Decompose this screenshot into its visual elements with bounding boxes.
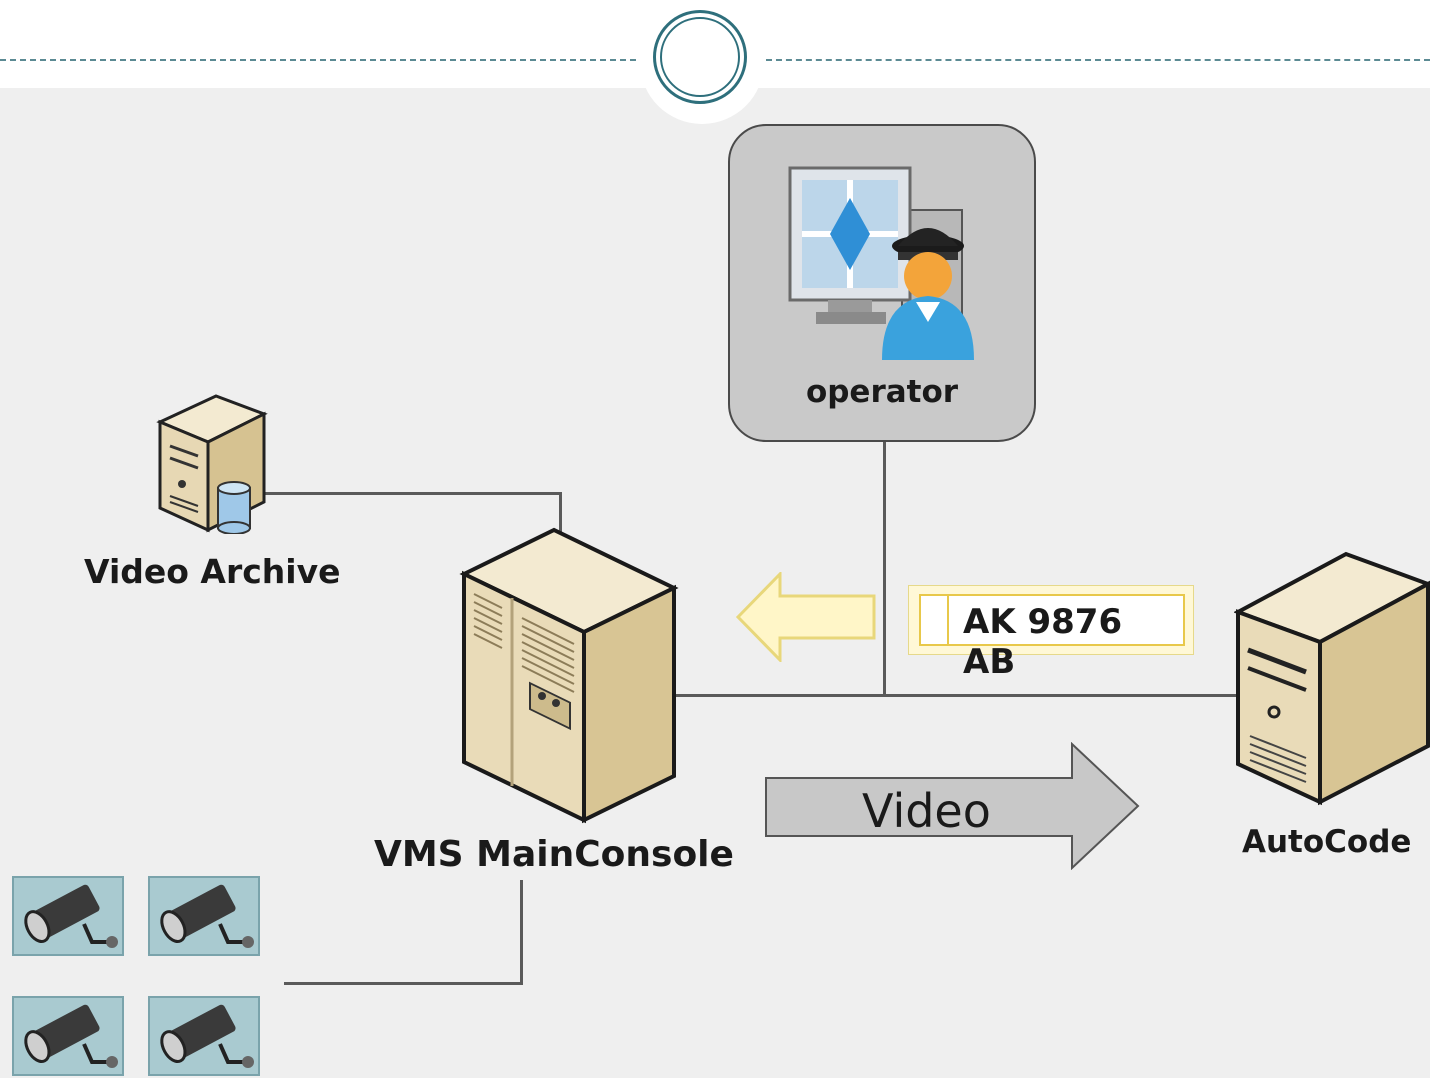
operator-label: operator — [805, 374, 959, 410]
main-console-server-icon — [459, 527, 679, 824]
operator-workstation-icon — [788, 166, 974, 360]
connector-operator-bus — [883, 442, 886, 696]
camera-tile — [12, 876, 124, 956]
connector-archive-v — [559, 492, 562, 532]
camera-icon — [160, 884, 254, 948]
arrow-left-icon — [736, 572, 876, 662]
connector-archive-h — [262, 492, 562, 495]
arrow-right-icon — [765, 742, 1140, 870]
plate-number: AK 9876 AB — [963, 602, 1123, 682]
autocode-label: AutoCode — [1242, 824, 1412, 860]
plate-flag-icon — [921, 596, 949, 644]
camera-tile — [12, 996, 124, 1076]
archive-server-icon — [156, 394, 268, 534]
connector-cameras-h — [284, 982, 523, 985]
ornament-circle-icon — [653, 10, 747, 104]
license-plate-frame: AK 9876 AB — [919, 594, 1185, 682]
video-archive-label: Video Archive — [84, 552, 341, 591]
camera-icon — [24, 884, 118, 948]
autocode-server-icon — [1234, 551, 1430, 806]
dashed-rule-right — [766, 59, 1430, 61]
license-plate: AK 9876 AB — [908, 585, 1194, 682]
camera-tile — [148, 876, 260, 956]
main-console-label: VMS MainConsole — [374, 834, 734, 875]
connector-console-autocode — [676, 694, 1242, 697]
connector-cameras-v — [520, 880, 523, 984]
operator-node: operator — [728, 124, 1036, 442]
camera-icon — [24, 1004, 118, 1068]
camera-tile — [148, 996, 260, 1076]
camera-icon — [160, 1004, 254, 1068]
video-arrow-label: Video — [862, 784, 991, 838]
dashed-rule-left — [0, 59, 636, 61]
